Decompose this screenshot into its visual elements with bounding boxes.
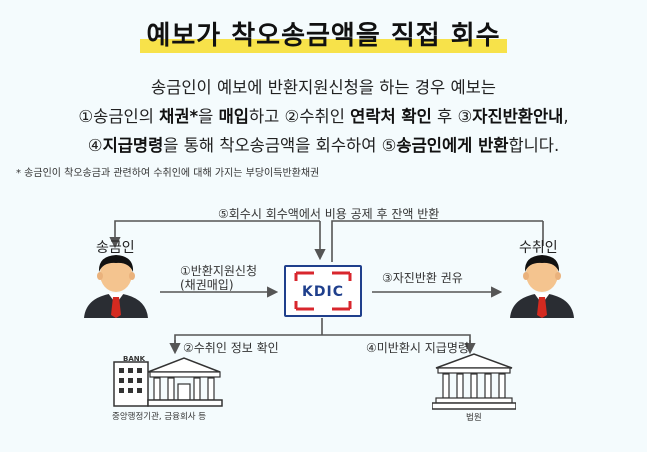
desc2-part4: 후 ③: [431, 107, 473, 126]
kdic-logo: KDIC: [284, 265, 362, 317]
step3-label: ③자진반환 권유: [382, 271, 463, 285]
title-text: 예보가 착오송금액을 직접 회수: [146, 21, 501, 51]
arrow-step5-to-sender: [109, 220, 320, 249]
sender-label: 송금인: [96, 240, 135, 256]
receiver-label: 수취인: [519, 240, 558, 256]
desc3-part3: 합니다.: [508, 136, 560, 155]
desc2-part2: 을: [198, 107, 219, 126]
bank-sign: BANK: [123, 355, 146, 363]
desc3-part1: ④: [87, 136, 103, 155]
receiver-person-icon: [510, 255, 574, 318]
desc2-bold-contact: 연락처 확인: [350, 107, 432, 126]
desc2-bold-return-guide: 자진반환안내: [472, 107, 564, 126]
court-caption: 법원: [466, 413, 482, 423]
step5-label: ⑤회수시 회수액에서 비용 공제 후 잔액 반환: [218, 207, 440, 221]
desc2-part3: 하고 ②수취인: [248, 107, 351, 126]
desc2-bold-bond: 채권*: [159, 107, 199, 126]
kdic-logo-text: KDIC: [302, 284, 344, 300]
court-building-icon: [432, 353, 516, 410]
desc3-bold-return-to-sender: 송금인에게 반환: [396, 136, 509, 155]
description-line-2: ①송금인의 채권*을 매입하고 ②수취인 연락처 확인 후 ③자진반환안내,: [0, 103, 647, 127]
description-line-3: ④지급명령을 통해 착오송금액을 회수하여 ⑤송금인에게 반환합니다.: [0, 132, 647, 156]
bank-caption: 중앙행정기관, 금융회사 등: [112, 412, 207, 422]
desc2-part1: ①송금인의: [78, 107, 160, 126]
sender-person-icon: [84, 255, 148, 318]
page-title-wrap: 예보가 착오송금액을 직접 회수: [0, 18, 647, 54]
kdic-logo-frame-icon: [294, 271, 352, 311]
page-title: 예보가 착오송금액을 직접 회수: [140, 18, 507, 54]
desc2-part5: ,: [563, 107, 569, 126]
line-step5-top: [331, 220, 543, 262]
desc3-part2: 을 통해 착오송금액을 회수하여 ⑤: [163, 136, 397, 155]
step1-label-line1: ①반환지원신청: [180, 264, 257, 278]
description-line-1: 송금인이 예보에 반환지원신청을 하는 경우 예보는: [150, 78, 496, 97]
step4-label: ④미반환시 지급명령: [366, 341, 469, 355]
desc3-bold-payment-order: 지급명령: [102, 136, 164, 155]
bank-building-icon: [113, 357, 223, 407]
desc2-bold-purchase: 매입: [218, 107, 249, 126]
footnote: * 송금인이 착오송금과 관련하여 수취인에 대해 가지는 부당이득반환채권: [16, 168, 320, 179]
step1-label-line2: (채권매입): [180, 278, 234, 292]
step2-label: ②수취인 정보 확인: [183, 341, 279, 355]
